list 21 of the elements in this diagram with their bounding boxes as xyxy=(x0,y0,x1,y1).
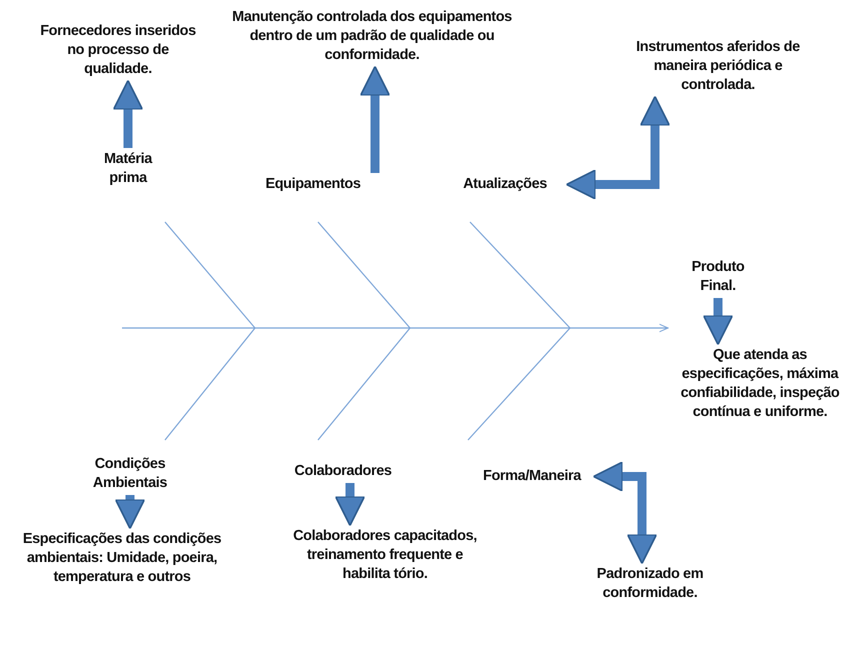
block-arrow xyxy=(334,483,366,526)
description-text: Fornecedores inseridos no processo de qualidade. xyxy=(38,22,198,79)
block-arrow xyxy=(114,495,146,530)
cause-label: Atualizações xyxy=(445,175,565,194)
block-arrow xyxy=(112,80,144,148)
block-arrow xyxy=(566,96,670,200)
cause-label: Forma/Maneira xyxy=(472,467,592,486)
description-text: Manutenção controlada dos equipamentos dentro de um padrão de qualidade ou conformidade. xyxy=(232,8,512,65)
block-arrow xyxy=(592,461,658,564)
cause-label: Condições Ambientais xyxy=(65,455,195,493)
cause-label: Produto Final. xyxy=(678,258,758,296)
description-text: Colaboradores capacitados, treinamento frequente e habilita tório. xyxy=(290,527,480,584)
cause-label: Equipamentos xyxy=(248,175,378,194)
block-arrow xyxy=(702,298,734,346)
block-arrow xyxy=(360,66,390,173)
cause-label: Matéria prima xyxy=(88,150,168,188)
cause-label: Colaboradores xyxy=(278,462,408,481)
description-text: Padronizado em conformidade. xyxy=(575,565,725,603)
description-text: Especificações das condições ambientais: Umidade, poeira, temperatura e outros xyxy=(14,530,230,587)
description-text: Que atenda as especificações, máxima confiabilidade, inspeção contínua e uniforme. xyxy=(668,346,852,422)
description-text: Instrumentos aferidos de maneira periódica e controlada. xyxy=(623,38,813,95)
